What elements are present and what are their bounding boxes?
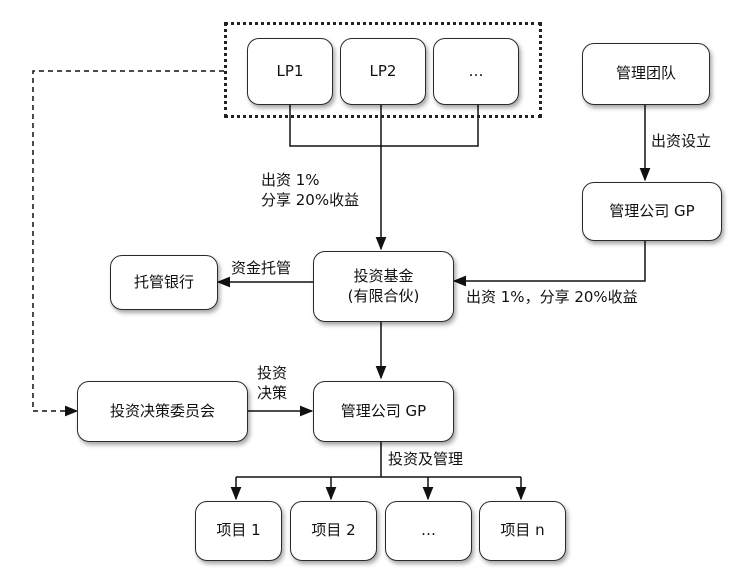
mgmt-company-gp-top-label: 管理公司 GP bbox=[609, 201, 695, 220]
project-2-label: 项目 2 bbox=[311, 521, 356, 540]
investment-committee-label: 投资决策委员会 bbox=[109, 401, 215, 420]
lp-contribution-line2: 分享 20%收益 bbox=[261, 191, 360, 210]
project-n-label: 项目 n bbox=[500, 521, 545, 540]
invest-manage-label: 投资及管理 bbox=[388, 450, 464, 468]
lp-group-frame bbox=[224, 22, 542, 118]
mgmt-team-label: 管理团队 bbox=[615, 64, 676, 83]
investment-fund-box: 投资基金 (有限合伙) bbox=[313, 251, 454, 322]
team-setup-label: 出资设立 bbox=[651, 132, 712, 150]
project-2-box: 项目 2 bbox=[290, 501, 377, 561]
fund-name-label: 投资基金 bbox=[353, 267, 414, 285]
mgmt-company-gp-top-box: 管理公司 GP bbox=[582, 182, 722, 241]
lp-to-committee-dashed-arrow bbox=[32, 70, 224, 417]
custody-bank-label: 托管银行 bbox=[133, 272, 194, 291]
fund-type-label: (有限合伙) bbox=[347, 286, 420, 305]
lp1-box: LP1 bbox=[247, 38, 333, 105]
lp-more-label: … bbox=[468, 61, 484, 80]
investment-committee-box: 投资决策委员会 bbox=[77, 381, 248, 442]
lp2-label: LP2 bbox=[369, 61, 397, 80]
custody-label: 资金托管 bbox=[231, 259, 292, 277]
lp-bracket-line bbox=[289, 105, 479, 147]
lp1-label: LP1 bbox=[276, 61, 304, 80]
gp-to-fund-arrow bbox=[452, 241, 646, 287]
project-1-box: 项目 1 bbox=[195, 501, 282, 561]
project-1-label: 项目 1 bbox=[216, 521, 261, 540]
project-n-box: 项目 n bbox=[479, 501, 566, 561]
decision-line2: 决策 bbox=[257, 384, 288, 403]
lp-contribution-line1: 出资 1% bbox=[261, 171, 320, 189]
custody-bank-box: 托管银行 bbox=[110, 255, 218, 310]
decision-label: 投资 决策 bbox=[257, 363, 287, 404]
mgmt-company-gp-mid-label: 管理公司 GP bbox=[340, 401, 427, 420]
mgmt-team-box: 管理团队 bbox=[582, 43, 710, 105]
lp2-box: LP2 bbox=[340, 38, 426, 105]
project-more-label: … bbox=[421, 521, 436, 540]
gp-contribution-label: 出资 1%，分享 20%收益 bbox=[466, 288, 638, 306]
mgmt-company-gp-mid-box: 管理公司 GP bbox=[313, 381, 454, 442]
decision-line1: 投资 bbox=[257, 364, 288, 382]
lp-more-box: … bbox=[433, 38, 519, 105]
lp-contribution-label: 出资 1% 分享 20%收益 bbox=[261, 170, 359, 211]
project-more-box: … bbox=[385, 501, 472, 561]
